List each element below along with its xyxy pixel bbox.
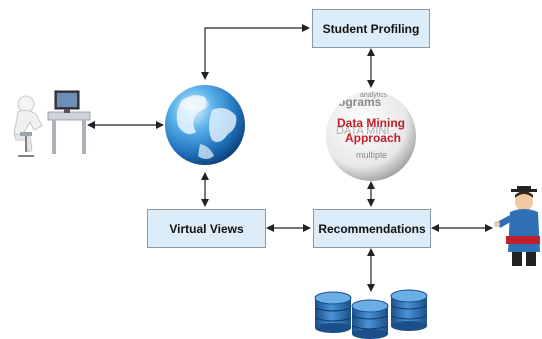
data-mining-sphere-icon: ograms analytics DATA MINI multiple Data… xyxy=(326,91,416,181)
database-cylinder-left xyxy=(314,291,352,333)
sphere-title-line1: Data Mining xyxy=(337,116,405,130)
globe-icon xyxy=(165,85,245,165)
sphere-bg-word: ograms xyxy=(338,95,382,109)
arrow-globe-to-student-profiling xyxy=(201,24,310,80)
virtual-views-box: Virtual Views xyxy=(147,209,266,248)
student-profiling-box: Student Profiling xyxy=(312,9,430,48)
virtual-views-label: Virtual Views xyxy=(169,221,244,236)
database-cylinder-right xyxy=(390,289,428,331)
connectors xyxy=(87,24,493,292)
teacher-icon xyxy=(494,186,540,266)
sphere-bg-word: analytics xyxy=(360,92,388,99)
database-icon xyxy=(314,289,428,339)
user-at-computer-icon xyxy=(13,90,91,157)
sphere-bg-word: multiple xyxy=(356,150,387,160)
recommendations-box: Recommendations xyxy=(313,209,431,248)
sphere-bg-word: DATA MINI xyxy=(336,125,389,137)
sphere-title-line2: Approach xyxy=(345,131,401,145)
student-profiling-label: Student Profiling xyxy=(322,21,420,36)
database-cylinder-center xyxy=(351,299,389,339)
recommendations-label: Recommendations xyxy=(318,221,426,236)
